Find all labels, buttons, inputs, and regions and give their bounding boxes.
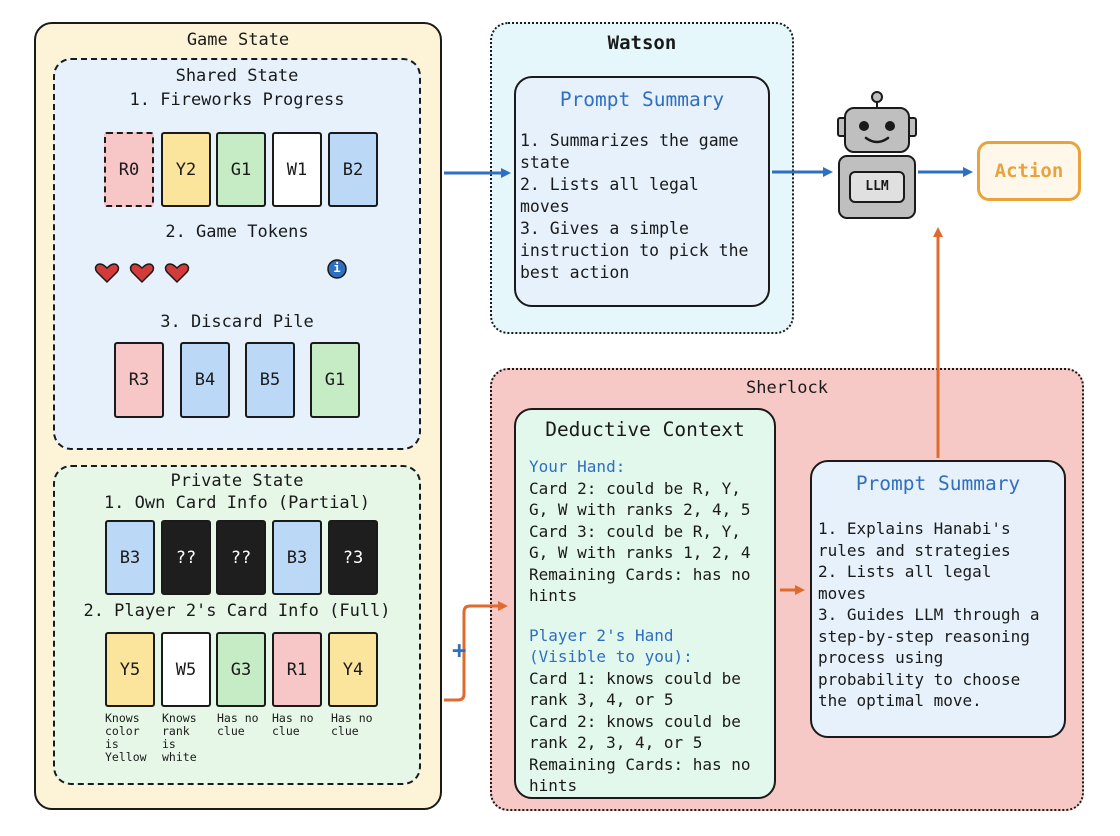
player2-note-4: Has no clue [272,711,314,738]
player2-hand-line: rank 2, 3, 4, or 5 [529,733,703,752]
sherlock-summary-line: 2. Lists all legal [818,562,992,581]
deductive-context-title: Deductive Context [545,418,745,441]
player2-card-4: R1 [272,632,322,707]
player2-hand-line: Remaining Cards: has no [529,754,751,774]
player2-hand-line: Card 2: knows could be [529,711,741,731]
player2-card-3: G3 [216,632,266,707]
heart-icon [164,263,190,284]
player2-note-3: Has no clue [217,711,259,738]
discard-card-blue-4: B4 [180,342,230,418]
own-card-4: B3 [272,520,322,595]
deductive-context-text: Your Hand: Card 2: could be R, Y, G, W w… [529,456,751,797]
deductive-context-box: Deductive Context Your Hand: Card 2: cou… [514,408,776,799]
your-hand-line: Card 2: could be R, Y, [529,478,741,498]
fireworks-heading: 1. Fireworks Progress [129,90,345,110]
discard-card-blue-5: B5 [245,342,295,418]
watson-line: best action [520,263,630,282]
own-card-2: ?? [161,520,211,595]
info-token-glyph: i [333,261,341,275]
own-card-3: ?? [216,520,266,595]
action-label: Action [994,160,1064,182]
sherlock-summary-line: step-by-step reasoning [818,626,1030,646]
own-card-heading: 1. Own Card Info (Partial) [103,493,371,513]
player2-card-5: Y4 [328,632,378,707]
player2-hand-line: hints [529,776,578,795]
firework-card-yellow: Y2 [161,132,211,207]
sherlock-prompt-title: Prompt Summary [855,472,1021,495]
player2-note-2: Knows rank is white [162,711,197,764]
firework-card-white: W1 [272,132,322,207]
watson-line: state [520,153,570,172]
firework-card-red: R0 [104,132,154,207]
shared-state-title: Shared State [175,66,299,86]
player2-note-1: Knows color is Yellow [105,711,147,764]
firework-card-green: G1 [216,132,266,207]
player2-card-2: W5 [161,632,211,707]
sherlock-prompt-text: 1. Explains Hanabi's rules and strategie… [818,518,1040,712]
discard-heading: 3. Discard Pile [160,312,314,332]
watson-title: Watson [607,32,677,54]
own-card-1: B3 [105,520,155,595]
tokens-heading: 2. Game Tokens [165,222,309,242]
llm-label: LLM [865,179,889,194]
player2-card-heading: 2. Player 2's Card Info (Full) [83,601,391,621]
watson-line: 2. Lists all legal [520,175,699,194]
watson-line: instruction to pick the [520,241,749,260]
plus-sign: + [452,636,467,664]
your-hand-line: Remaining Cards: has no [529,564,751,584]
player2-hand-heading: (Visible to you): [529,647,693,666]
your-hand-line: G, W with ranks 2, 4, 5 [529,500,751,519]
watson-prompt-title: Prompt Summary [559,88,725,111]
sherlock-summary-line: 3. Guides LLM through a [818,605,1040,624]
your-hand-line: G, W with ranks 1, 2, 4 [529,543,751,562]
player2-note-5: Has no clue [331,711,373,738]
own-card-5: ?3 [328,520,378,595]
watson-prompt-box: Prompt Summary 1. Summarizes the game st… [514,76,770,307]
sherlock-summary-line: moves [818,583,867,603]
heart-icon [94,263,120,284]
your-hand-line: hints [529,586,578,605]
player2-hand-line: Card 1: knows could be [529,668,741,688]
player2-card-1: Y5 [105,632,155,707]
watson-line: 1. Summarizes the game [520,131,739,150]
game-state-title: Game State [186,30,290,50]
watson-line: moves [520,197,570,216]
arrow-private-to-deductive [444,601,508,702]
private-state-title: Private State [170,471,304,491]
private-state-panel: Private State 1. Own Card Info (Partial)… [53,465,421,785]
sherlock-summary-line: 1. Explains Hanabi's [818,519,1011,538]
your-hand-line: Card 3: could be R, Y, [529,521,741,541]
your-hand-heading: Your Hand: [529,457,626,476]
player2-hand-line: rank 3, 4, or 5 [529,690,674,709]
watson-line: 3. Gives a simple [520,219,689,238]
info-token-icon [327,259,347,279]
sherlock-title: Sherlock [746,378,828,398]
watson-prompt-text: 1. Summarizes the game state 2. Lists al… [520,130,748,284]
sherlock-summary-line: probability to choose [818,669,1021,689]
player2-hand-heading: Player 2's Hand [529,625,674,645]
heart-icon [129,263,155,284]
discard-card-green: G1 [310,342,360,418]
sherlock-summary-line: the optimal move. [818,691,982,710]
discard-card-red: R3 [114,342,164,418]
action-box: Action [977,141,1081,201]
sherlock-summary-line: rules and strategies [818,540,1011,560]
firework-card-blue: B2 [328,132,378,207]
sherlock-summary-line: process using [818,648,944,667]
sherlock-prompt-box: Prompt Summary 1. Explains Hanabi's rule… [810,460,1066,738]
